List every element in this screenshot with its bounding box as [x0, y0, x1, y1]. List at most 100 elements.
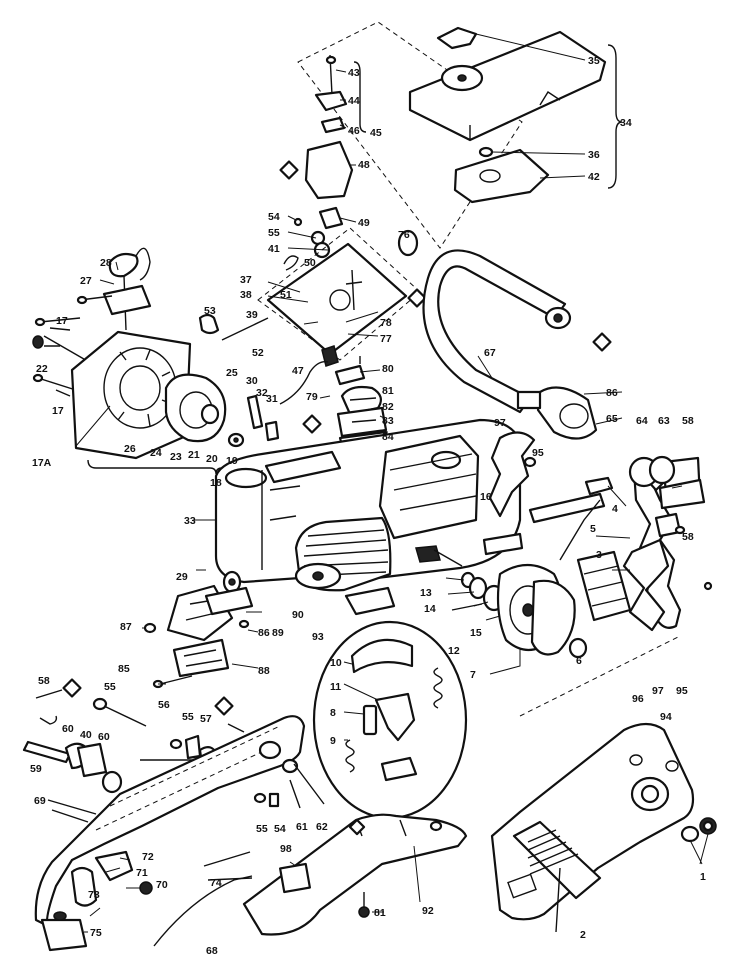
carburetor-group — [279, 54, 367, 271]
callout-33: 33 — [184, 515, 196, 527]
callout-26: 26 — [124, 443, 136, 455]
callout-labels: 35 34 36 42 43 44 46 45 48 49 54 55 41 5… — [30, 55, 706, 957]
callout-97-bottom: 97 — [652, 685, 664, 697]
callout-30: 30 — [246, 375, 258, 387]
callout-72: 72 — [142, 851, 154, 863]
callout-74: 74 — [210, 877, 222, 889]
callout-16: 16 — [480, 491, 492, 503]
callout-85: 85 — [118, 663, 130, 675]
callout-61: 61 — [296, 821, 308, 833]
callout-71: 71 — [136, 867, 148, 879]
callout-92: 92 — [422, 905, 434, 917]
callout-95-bottom: 95 — [676, 685, 688, 697]
callout-24: 24 — [150, 447, 162, 459]
callout-54-bottom: 54 — [274, 823, 286, 835]
callout-57: 57 — [200, 713, 212, 725]
callout-9: 9 — [330, 735, 336, 747]
callout-79: 79 — [306, 391, 318, 403]
callout-86-top: 86 — [606, 387, 618, 399]
callout-2: 2 — [580, 929, 586, 941]
callout-90: 90 — [292, 609, 304, 621]
callout-56: 56 — [158, 699, 170, 711]
callout-82: 82 — [382, 401, 394, 413]
carburetor-bracket — [257, 227, 427, 367]
callout-60-right: 60 — [98, 731, 110, 743]
sprocket-cover — [490, 635, 717, 933]
callout-27: 27 — [80, 275, 92, 287]
callout-93: 93 — [312, 631, 324, 643]
callout-77: 77 — [380, 333, 392, 345]
callout-8: 8 — [330, 707, 336, 719]
callout-17-upper: 17 — [56, 315, 68, 327]
chain-brake-group — [482, 431, 713, 632]
callout-98: 98 — [280, 843, 292, 855]
callout-3: 3 — [596, 549, 602, 561]
callout-19: 19 — [226, 455, 238, 467]
callout-76: 76 — [398, 229, 410, 241]
starter-group — [32, 247, 329, 475]
callout-55-mid: 55 — [182, 711, 194, 723]
callout-68: 68 — [206, 945, 218, 957]
callout-83: 83 — [382, 415, 394, 427]
callout-46: 46 — [348, 125, 360, 137]
callout-89: 89 — [272, 627, 284, 639]
callout-70: 70 — [156, 879, 168, 891]
callout-48: 48 — [358, 159, 370, 171]
callout-6: 6 — [576, 655, 582, 667]
callout-39: 39 — [246, 309, 258, 321]
callout-11: 11 — [330, 681, 341, 693]
callout-81-bottom: 81 — [374, 907, 386, 919]
callout-55-bottom: 55 — [256, 823, 268, 835]
callout-7: 7 — [470, 669, 476, 681]
callout-65: 65 — [606, 413, 618, 425]
callout-96: 96 — [632, 693, 644, 705]
callout-14: 14 — [424, 603, 436, 615]
callout-17A: 17A — [32, 457, 52, 469]
callout-81-mid: 81 — [382, 385, 394, 397]
callout-64: 64 — [636, 415, 648, 427]
callout-23: 23 — [170, 451, 182, 463]
callout-84: 84 — [382, 431, 394, 443]
callout-35: 35 — [588, 55, 600, 67]
callout-47: 47 — [292, 365, 304, 377]
callout-69: 69 — [34, 795, 46, 807]
callout-36: 36 — [588, 149, 600, 161]
callout-42: 42 — [588, 171, 600, 183]
callout-58-bottom: 58 — [38, 675, 50, 687]
callout-1: 1 — [700, 871, 706, 883]
callout-10: 10 — [330, 657, 342, 669]
callout-86-mid: 86 — [258, 627, 270, 639]
callout-54-top: 54 — [268, 211, 280, 223]
callout-67: 67 — [484, 347, 496, 359]
callout-15: 15 — [470, 627, 482, 639]
callout-13: 13 — [420, 587, 432, 599]
clutch-detail-inset — [312, 620, 468, 820]
callout-17-lower: 17 — [52, 405, 64, 417]
callout-29: 29 — [176, 571, 188, 583]
callout-55-left: 55 — [104, 681, 116, 693]
callout-34: 34 — [620, 117, 632, 129]
callout-97-top: 97 — [494, 417, 506, 429]
callout-43: 43 — [348, 67, 360, 79]
callout-4: 4 — [612, 503, 618, 515]
callout-45: 45 — [370, 127, 382, 139]
rear-handle — [34, 715, 325, 952]
callout-78: 78 — [380, 317, 392, 329]
throttle-linkage-group — [142, 569, 262, 689]
callout-5: 5 — [590, 523, 596, 535]
callout-32: 32 — [256, 387, 268, 399]
callout-28: 28 — [100, 257, 112, 269]
callout-94: 94 — [660, 711, 672, 723]
callout-53: 53 — [204, 305, 216, 317]
callout-75: 75 — [90, 927, 102, 939]
callout-31: 31 — [266, 393, 278, 405]
air-filter-cover-group — [297, 21, 623, 249]
callout-21: 21 — [188, 449, 200, 461]
callout-44: 44 — [348, 95, 360, 107]
callout-60-left: 60 — [62, 723, 74, 735]
callout-18: 18 — [210, 477, 222, 489]
callout-80: 80 — [382, 363, 394, 375]
callout-55-top: 55 — [268, 227, 280, 239]
callout-49: 49 — [358, 217, 370, 229]
